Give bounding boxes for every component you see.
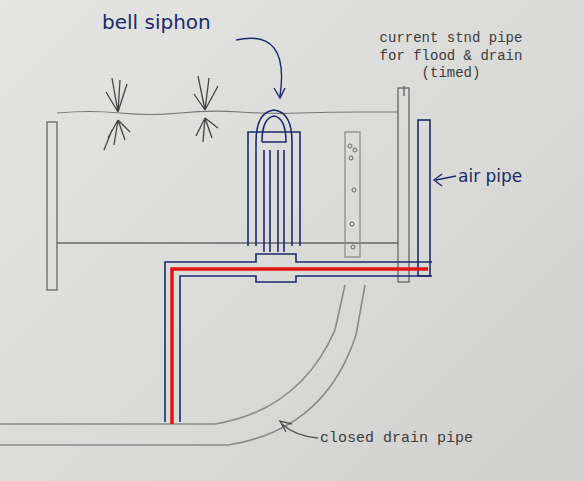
bubble-column [345, 132, 360, 257]
flow-path [172, 269, 428, 424]
leader-lines [236, 38, 456, 438]
part-label: current stnd pipe for flood & drain (tim… [376, 30, 526, 83]
bell-siphon [248, 110, 300, 252]
part-label: closed drain pipe [320, 430, 473, 449]
plumbing [165, 120, 432, 422]
part-label: bell siphon [102, 10, 211, 35]
water-line [57, 111, 398, 114]
drain-pipe [0, 285, 365, 445]
plants [104, 76, 218, 150]
tank [47, 88, 409, 290]
part-label: air pipe [458, 166, 522, 187]
